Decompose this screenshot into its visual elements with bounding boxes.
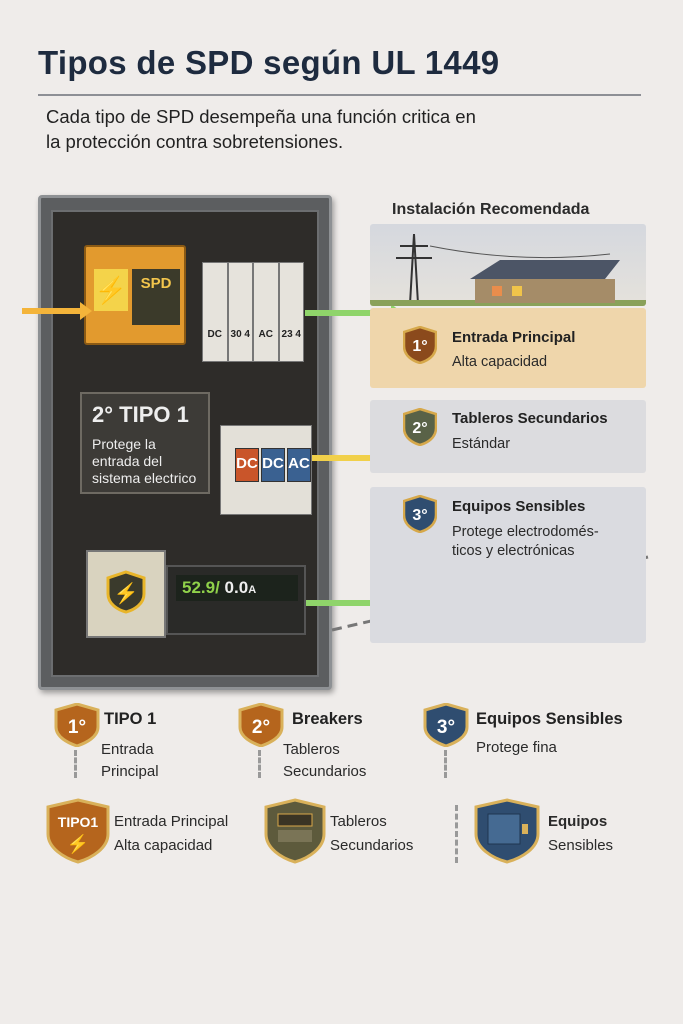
breaker[interactable]: 30 4	[227, 262, 253, 362]
legend-text: Tableros	[330, 813, 387, 830]
badge-1-icon: 1°	[54, 703, 100, 747]
badge-2-icon: 2°	[238, 703, 284, 747]
dashed-divider	[455, 805, 458, 863]
legend-text: Equipos	[548, 813, 608, 830]
page-title: Tipos de SPD según UL 1449	[38, 44, 500, 81]
legend-text: Secundarios	[330, 837, 414, 854]
dashed-divider	[444, 750, 447, 778]
legend-text: Sensibles	[548, 837, 614, 854]
current-unit: A	[248, 584, 257, 596]
dashed-divider	[258, 750, 261, 778]
subtitle-line-1: Cada tipo de SPD desempeña una función c…	[46, 106, 476, 127]
legend-desc: Secundarios	[283, 763, 367, 780]
svg-text:⚡: ⚡	[67, 833, 89, 855]
install-card-entrada: 1° Entrada Principal Alta capacidad	[370, 308, 646, 388]
installation-title: Instalación Recomendada	[392, 201, 590, 218]
svg-text:2°: 2°	[412, 420, 427, 437]
legend-desc: Entrada	[101, 741, 154, 758]
badge-3-icon: 3°	[403, 495, 437, 533]
breaker-row-mid: DC DC AC	[220, 425, 312, 515]
shield-lightning-icon: ⚡	[106, 570, 146, 614]
breaker[interactable]: AC	[253, 262, 279, 362]
legend-title: Breakers	[292, 710, 363, 728]
subtitle-line-2: la protección contra sobretensiones.	[46, 131, 344, 152]
card-title: Equipos Sensibles	[452, 498, 586, 515]
install-card-tableros: 2° Tableros Secundarios Estándar	[370, 400, 646, 473]
breaker[interactable]: DC	[202, 262, 228, 362]
current-reading: 0.0	[224, 578, 249, 597]
legend-desc: Tableros	[283, 741, 340, 758]
spd-device: ⚡ SPD	[84, 245, 186, 345]
house-power-line-illustration	[370, 224, 646, 306]
legend-text: Entrada Principal	[114, 813, 229, 830]
badge-3-icon: 3°	[423, 703, 469, 747]
callout-heading: 2° TIPO 1	[92, 402, 189, 427]
surge-input-arrow	[22, 302, 92, 320]
tipo1-shield-icon: TIPO1 ⚡	[46, 798, 110, 864]
tipo-1-callout: 2° TIPO 1 Protege la entrada del sistema…	[80, 392, 210, 494]
dashed-divider	[74, 750, 77, 778]
card-desc: Estándar	[452, 436, 511, 452]
svg-text:1°: 1°	[412, 338, 427, 355]
card-desc: Protege electrodomés-	[452, 524, 599, 540]
badge-1-icon: 1°	[403, 326, 437, 364]
svg-text:2°: 2°	[252, 717, 270, 738]
sensitive-spd-device: ⚡	[86, 550, 166, 638]
legend-title: TIPO 1	[104, 710, 157, 728]
svg-text:TIPO1: TIPO1	[58, 814, 99, 830]
spd-label: SPD	[132, 269, 180, 325]
voltage-reading: 52.9/	[182, 578, 220, 597]
card-desc: Alta capacidad	[452, 354, 548, 370]
badge-2-icon: 2°	[403, 408, 437, 446]
svg-text:3°: 3°	[412, 507, 427, 524]
legend-text: Alta capacidad	[114, 837, 213, 854]
svg-text:3°: 3°	[437, 717, 455, 738]
spd-module-dc[interactable]: DC	[235, 448, 259, 482]
power-meter: 52.9/ 0.0A	[166, 565, 306, 635]
spd-module-ac[interactable]: AC	[287, 448, 311, 482]
legend-desc: Protege fina	[476, 739, 557, 756]
breaker-row-top: DC 30 4 AC 23 4	[202, 262, 304, 362]
breaker[interactable]: 23 4	[278, 262, 304, 362]
svg-text:⚡: ⚡	[114, 581, 139, 605]
sensitive-equipment-shield-icon	[474, 798, 540, 864]
spd-module-dc[interactable]: DC	[261, 448, 285, 482]
card-title: Tableros Secundarios	[452, 410, 608, 427]
legend-title: Equipos Sensibles	[476, 710, 623, 728]
install-card-equipos: 3° Equipos Sensibles Protege electrodomé…	[370, 487, 646, 643]
card-title: Entrada Principal	[452, 329, 576, 346]
card-desc: ticos y electrónicas	[452, 543, 575, 559]
callout-text: entrada del	[92, 453, 163, 469]
meter-display: 52.9/ 0.0A	[176, 575, 298, 601]
callout-text: sistema electrico	[92, 470, 197, 486]
lightning-icon: ⚡	[94, 269, 128, 311]
breaker-panel-shield-icon	[264, 798, 326, 864]
legend-desc: Principal	[101, 763, 159, 780]
svg-text:1°: 1°	[68, 717, 86, 738]
title-divider	[38, 94, 641, 96]
house-icon	[370, 233, 646, 306]
callout-text: Protege la	[92, 436, 156, 452]
